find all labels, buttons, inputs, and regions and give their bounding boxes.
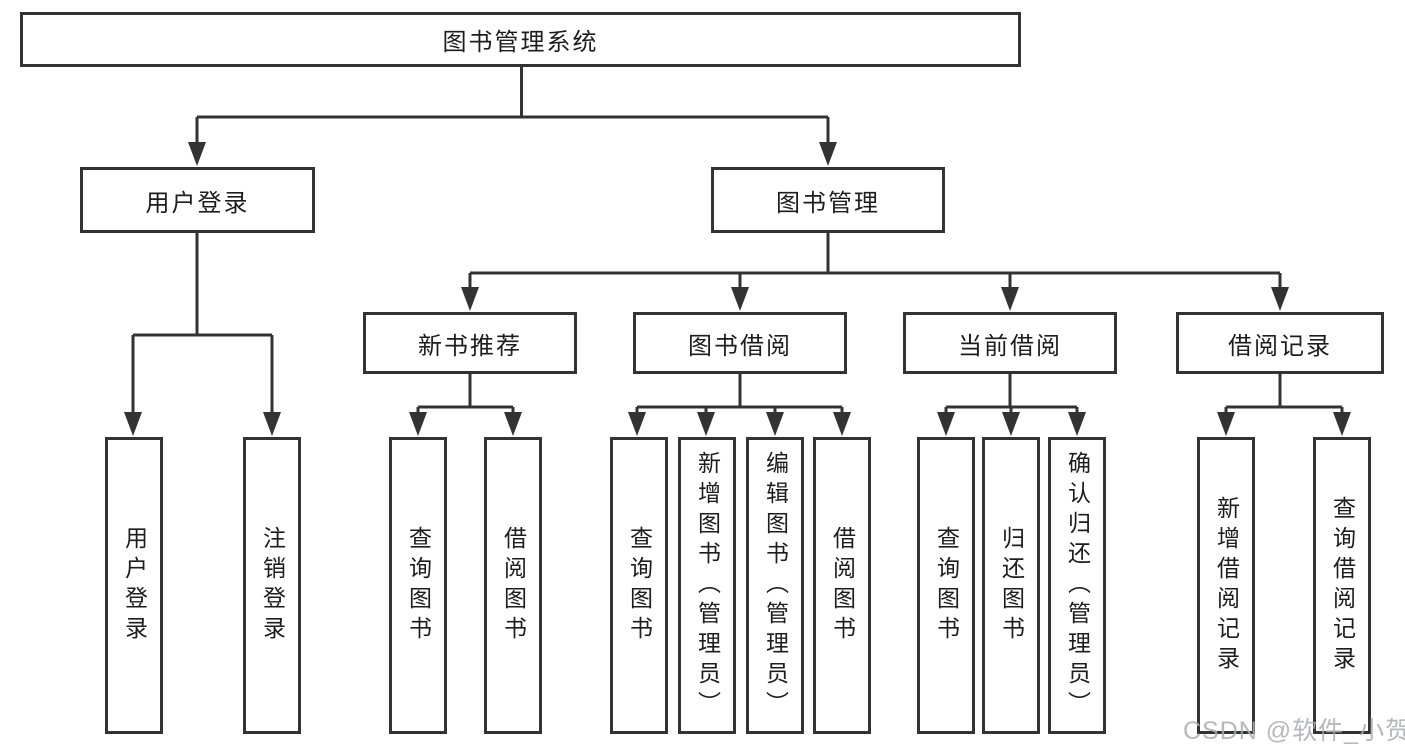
- leaf-label: 查询图书: [405, 525, 432, 646]
- leaf-label: 新增图书（管理员）: [694, 450, 721, 721]
- node-label: 借阅记录: [1228, 332, 1332, 360]
- connector-user-login: [131, 230, 274, 420]
- node-user-login: 用户登录: [80, 167, 315, 233]
- leaf-label: 查询图书: [626, 525, 653, 646]
- leaf-label: 编辑图书（管理员）: [762, 450, 789, 721]
- leaf-label: 查询借阅记录: [1329, 495, 1356, 676]
- leaf-add-books-admin: 新增图书（管理员）: [678, 437, 736, 734]
- connector-root: [195, 65, 830, 150]
- leaf-logout-login: 注销登录: [243, 437, 301, 734]
- node-new-book-recommend: 新书推荐: [363, 312, 577, 374]
- leaf-query-books-current: 查询图书: [917, 437, 975, 734]
- leaf-confirm-return-admin: 确认归还（管理员）: [1048, 437, 1106, 734]
- leaf-add-borrow-record: 新增借阅记录: [1197, 437, 1255, 734]
- node-borrow-records: 借阅记录: [1176, 312, 1384, 374]
- leaf-label: 借阅图书: [500, 525, 527, 646]
- leaf-label: 用户登录: [121, 525, 148, 646]
- node-book-management: 图书管理: [711, 167, 945, 233]
- node-label: 图书借阅: [688, 332, 792, 360]
- leaf-label: 查询图书: [933, 525, 960, 646]
- node-label: 新书推荐: [418, 332, 522, 360]
- csdn-watermark: CSDN @软件_小贺同学: [1183, 717, 1405, 745]
- connector-borrow-records: [1224, 371, 1344, 420]
- connector-book-management: [468, 230, 1282, 295]
- node-label: 图书管理系统: [442, 29, 599, 56]
- node-current-borrow: 当前借阅: [903, 312, 1117, 374]
- node-library-management-system: 图书管理系统: [20, 12, 1021, 67]
- node-book-borrow: 图书借阅: [633, 312, 847, 374]
- leaf-query-books-recommend: 查询图书: [389, 437, 447, 734]
- leaf-query-borrow-record: 查询借阅记录: [1313, 437, 1371, 734]
- leaf-label: 借阅图书: [829, 525, 856, 646]
- connector-book-borrow: [635, 371, 844, 420]
- leaf-label: 注销登录: [259, 525, 286, 646]
- node-label: 用户登录: [145, 189, 250, 217]
- leaf-return-books: 归还图书: [982, 437, 1040, 734]
- leaf-borrow-books-recommend: 借阅图书: [484, 437, 542, 734]
- node-label: 当前借阅: [958, 332, 1062, 360]
- leaf-label: 归还图书: [998, 525, 1025, 646]
- leaf-borrow-books-borrow: 借阅图书: [813, 437, 871, 734]
- leaf-user-login: 用户登录: [105, 437, 163, 734]
- node-label: 图书管理: [776, 189, 880, 217]
- leaf-label: 确认归还（管理员）: [1064, 450, 1091, 721]
- leaf-query-books-borrow: 查询图书: [610, 437, 668, 734]
- connector-new-book-recommend: [416, 371, 515, 420]
- leaf-label: 新增借阅记录: [1213, 495, 1240, 676]
- leaf-edit-books-admin: 编辑图书（管理员）: [746, 437, 804, 734]
- arrowheads: [124, 142, 1351, 436]
